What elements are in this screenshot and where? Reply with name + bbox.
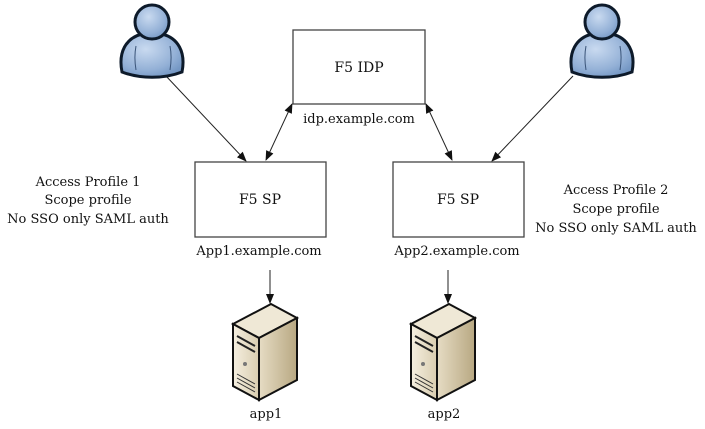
idp-title: F5 IDP (334, 60, 383, 76)
profile2-line: No SSO only SAML auth (535, 221, 697, 236)
sp1-hostname: App1.example.com (195, 244, 321, 259)
access-profile-2-note: Access Profile 2 Scope profile No SSO on… (535, 183, 697, 236)
sp2-title: F5 SP (437, 192, 479, 208)
access-profile-1-note: Access Profile 1 Scope profile No SSO on… (7, 175, 169, 227)
idp-sp2-arrow (425, 103, 453, 161)
sp2-hostname: App2.example.com (393, 244, 519, 259)
profile1-line: Scope profile (44, 193, 131, 208)
idp-hostname: idp.example.com (303, 112, 415, 127)
sp1-title: F5 SP (239, 192, 281, 208)
user2-to-sp2-arrow (491, 75, 574, 162)
user-icon (569, 3, 635, 79)
profile2-line: Access Profile 2 (563, 183, 669, 198)
server2-label: app2 (428, 407, 461, 422)
profile2-line: Scope profile (572, 202, 659, 217)
sp1-node: F5 SP App1.example.com (194, 161, 327, 259)
server1-label: app1 (250, 407, 283, 422)
idp-node: F5 IDP idp.example.com (292, 29, 426, 127)
idp-sp1-arrow (265, 103, 293, 161)
profile1-line: No SSO only SAML auth (7, 212, 169, 227)
profile1-line: Access Profile 1 (35, 175, 141, 190)
server-icon (408, 302, 478, 402)
user1-to-sp1-arrow (165, 75, 247, 162)
server-icon (230, 302, 300, 402)
sp2-node: F5 SP App2.example.com (392, 161, 525, 259)
user-icon (119, 3, 185, 79)
